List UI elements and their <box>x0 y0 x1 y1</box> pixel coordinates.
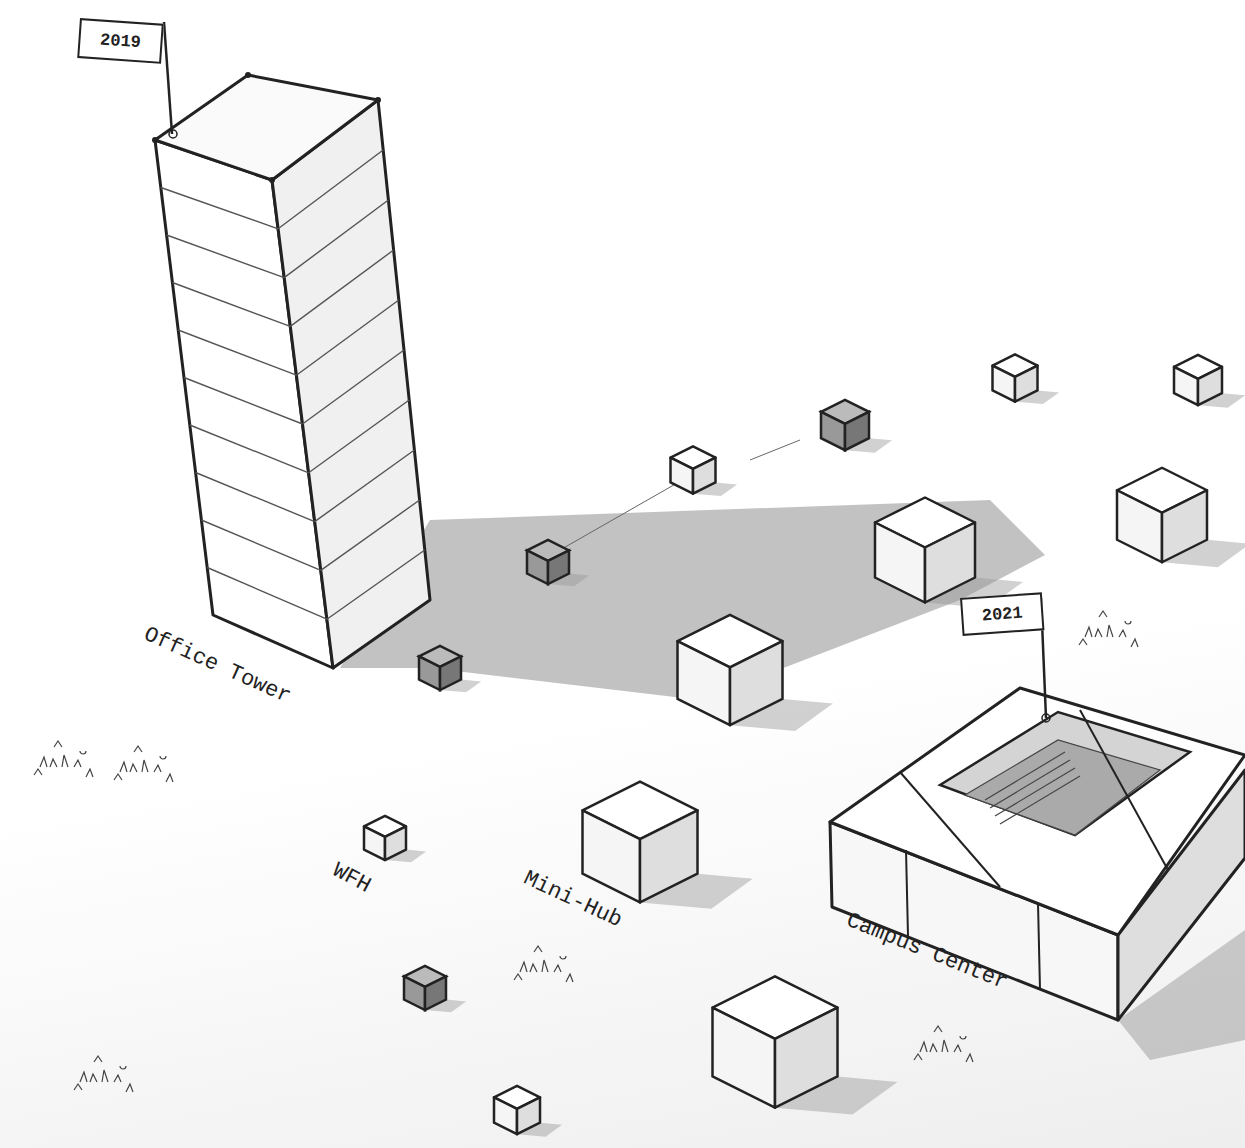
building-label: Mini-Hub <box>519 866 656 948</box>
building-label-group: Mini-Hub <box>517 866 657 952</box>
building-label-group: WFH <box>326 858 393 913</box>
building-label: WFH <box>328 858 393 908</box>
year-flag: 2019 <box>77 18 164 64</box>
year-flag: 2021 <box>960 592 1044 636</box>
flag-year: 2019 <box>99 30 141 52</box>
flag-year: 2021 <box>981 603 1023 625</box>
building-label: Campus Center <box>843 908 1038 1006</box>
building-label-group: Office Tower <box>138 622 333 731</box>
building-label-group: Campus Center <box>841 908 1038 1011</box>
building-label: Office Tower <box>140 622 333 726</box>
